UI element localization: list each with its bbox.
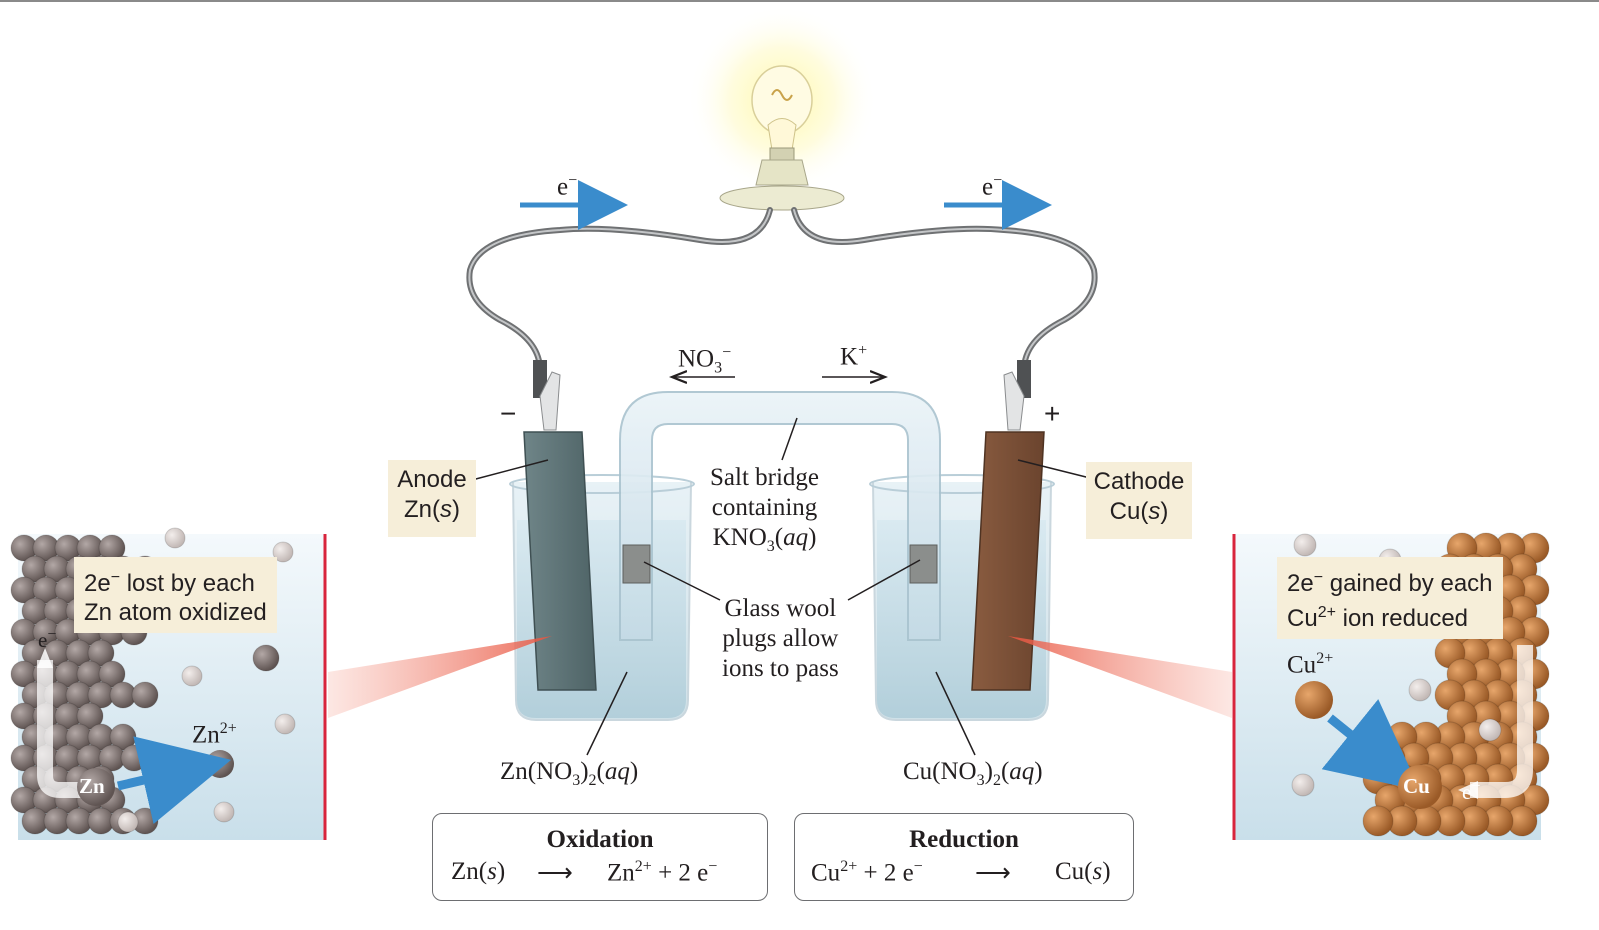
copper-atom — [1362, 805, 1394, 837]
salt-bridge-leader — [781, 417, 798, 461]
left-solution-label: Zn(NO3)2(aq) — [500, 758, 639, 789]
left-inset-ion-label: Zn2+ — [192, 720, 237, 749]
electron-label-right: e− — [982, 172, 1003, 201]
cathode-sign: + — [1044, 398, 1061, 429]
reduction-box: Reduction Cu2+ + 2 e− ⟶ Cu(s) — [794, 813, 1134, 901]
left-inset-atom-label: Zn — [79, 774, 105, 798]
right-inset-atom-label: Cu — [1403, 774, 1430, 798]
anode-leader — [471, 459, 549, 481]
glass-wool-plug-left — [622, 544, 651, 584]
zinc-atom — [120, 744, 148, 772]
anode-label: Anode — [397, 466, 467, 493]
glass-wool-leader-left — [643, 561, 721, 601]
solution-particle — [213, 801, 235, 823]
reduction-title: Reduction — [909, 826, 1019, 853]
left-electron-path — [37, 660, 92, 798]
reduction-reactant: Cu2+ + 2 e− — [811, 858, 923, 887]
glass-wool-label: Glass wool plugs allow ions to pass — [722, 595, 839, 682]
right-solution-label: Cu(NO3)2(aq) — [903, 758, 1043, 789]
electron-label-left: e− — [557, 172, 578, 201]
right-callout — [1008, 636, 1232, 718]
solution-particle — [272, 541, 294, 563]
anode-label-box: Anode Zn(s) — [388, 460, 476, 537]
solution-particle — [274, 713, 296, 735]
potassium-label: K+ — [840, 342, 868, 371]
oxidation-box: Oxidation Zn(s) ⟶ Zn2+ + 2 e− — [432, 813, 768, 901]
anode-formula: Zn(s) — [404, 496, 460, 523]
zn-ion-arrow — [116, 736, 232, 824]
solution-particle — [117, 811, 139, 833]
salt-bridge — [619, 391, 941, 641]
zn-atom-highlight — [77, 768, 115, 806]
solution-particle — [1293, 533, 1317, 557]
solution-particle — [1478, 718, 1502, 742]
zinc-atom — [87, 639, 115, 667]
left-solution-leader — [586, 671, 628, 756]
light-bulb — [687, 5, 877, 211]
cathode-clip — [1003, 360, 1031, 431]
reduction-arrow: ⟶ — [975, 860, 1011, 887]
cathode-label-box: Cathode Cu(s) — [1086, 462, 1192, 539]
zinc-atom — [76, 702, 104, 730]
left-callout — [328, 636, 552, 718]
solution-particle — [181, 665, 203, 687]
zinc-atom — [131, 681, 159, 709]
cathode-leader — [1017, 459, 1091, 479]
right-inset-note: 2e− gained by each Cu2+ ion reduced — [1277, 557, 1503, 639]
solution-particle — [164, 527, 186, 549]
cu-atom-highlight — [1398, 765, 1442, 809]
anode-sign: − — [500, 398, 517, 429]
solution-particle — [1408, 678, 1432, 702]
salt-bridge-label: Salt bridge containing KNO3(aq) — [710, 464, 820, 555]
zn-ion — [206, 750, 234, 778]
reduction-product: Cu(s) — [1055, 858, 1111, 885]
oxidation-title: Oxidation — [546, 826, 654, 853]
oxidation-reactant: Zn(s) — [451, 858, 506, 885]
solution-particle — [1291, 773, 1315, 797]
left-inset-note: 2e− lost by each Zn atom oxidized — [74, 557, 277, 633]
wires — [466, 207, 1098, 373]
cathode-formula: Cu(s) — [1109, 498, 1169, 525]
right-inset-ion-label: Cu2+ — [1287, 650, 1334, 679]
cathode-electrode — [971, 431, 1045, 691]
cu-ion — [1295, 681, 1333, 719]
left-inset-electron-label: e− — [38, 626, 57, 652]
anode-clip — [533, 360, 561, 431]
glass-wool-leader-right — [847, 559, 921, 601]
right-electron-path — [1470, 645, 1533, 798]
zinc-atom — [98, 660, 126, 688]
cathode-label: Cathode — [1093, 468, 1185, 495]
right-inset-electron-label: e− — [1462, 778, 1481, 804]
anode-electrode — [523, 431, 597, 691]
solution-particle — [252, 644, 280, 672]
right-solution-leader — [935, 671, 976, 756]
nitrate-label: NO3− — [678, 344, 732, 377]
oxidation-product: Zn2+ + 2 e− — [607, 858, 718, 887]
oxidation-arrow: ⟶ — [537, 860, 573, 887]
cu-ion-arrow — [1321, 699, 1421, 791]
glass-wool-plug-right — [909, 544, 938, 584]
